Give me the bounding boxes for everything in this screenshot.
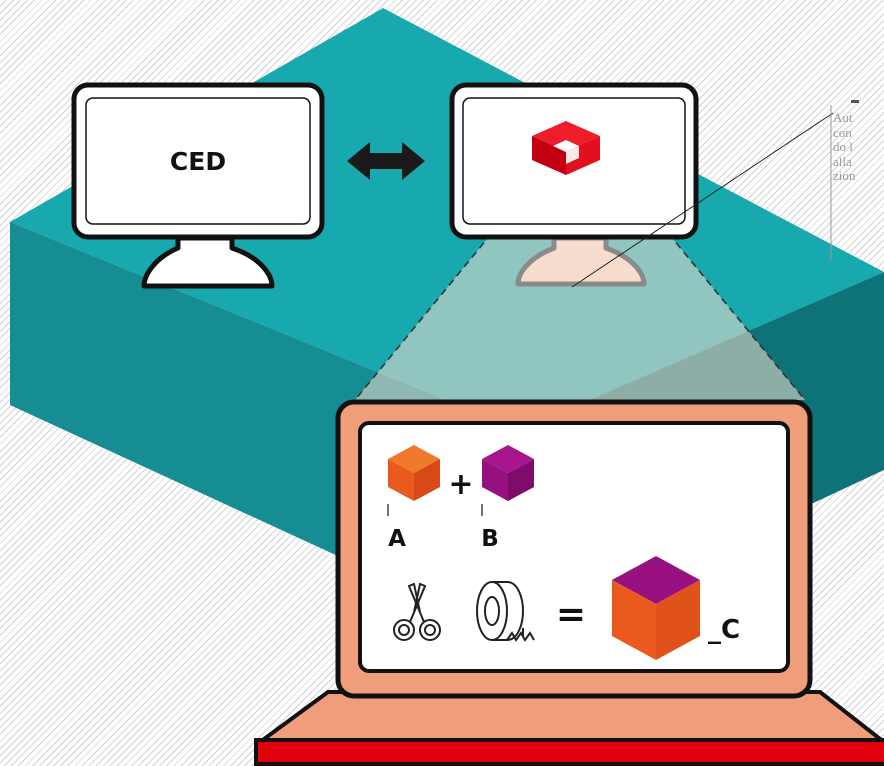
side-note: Aut con do l alla zion xyxy=(833,98,884,184)
red-logo-icon xyxy=(532,121,600,175)
side-note-line: do l xyxy=(833,139,853,154)
left-monitor-label: CED xyxy=(170,147,226,176)
side-note-line: alla xyxy=(833,153,852,169)
label-c: _C xyxy=(708,615,740,645)
right-monitor-stand xyxy=(515,235,647,287)
equals-sign: = xyxy=(556,594,586,635)
left-monitor: CED xyxy=(71,82,325,289)
right-monitor xyxy=(449,82,699,287)
side-note-line: con xyxy=(833,124,852,140)
cube-c xyxy=(612,556,700,660)
tape-roll-icon xyxy=(476,581,535,642)
left-monitor-stand xyxy=(141,235,275,289)
label-a: A xyxy=(388,526,406,552)
label-b: B xyxy=(481,526,499,552)
callout-line xyxy=(571,105,834,288)
laptop-base-edge xyxy=(254,738,884,766)
double-arrow-icon xyxy=(347,142,425,180)
left-monitor-screen xyxy=(85,97,311,225)
plus-sign: + xyxy=(448,467,473,502)
cube-a xyxy=(388,445,440,501)
side-note-dash xyxy=(851,100,859,103)
scissors-icon xyxy=(393,582,441,641)
laptop: A + B = xyxy=(254,399,884,766)
laptop-base xyxy=(258,690,884,744)
side-note-line: Aut xyxy=(833,110,853,125)
side-note-line: zion xyxy=(833,168,856,183)
cube-b xyxy=(482,445,534,501)
